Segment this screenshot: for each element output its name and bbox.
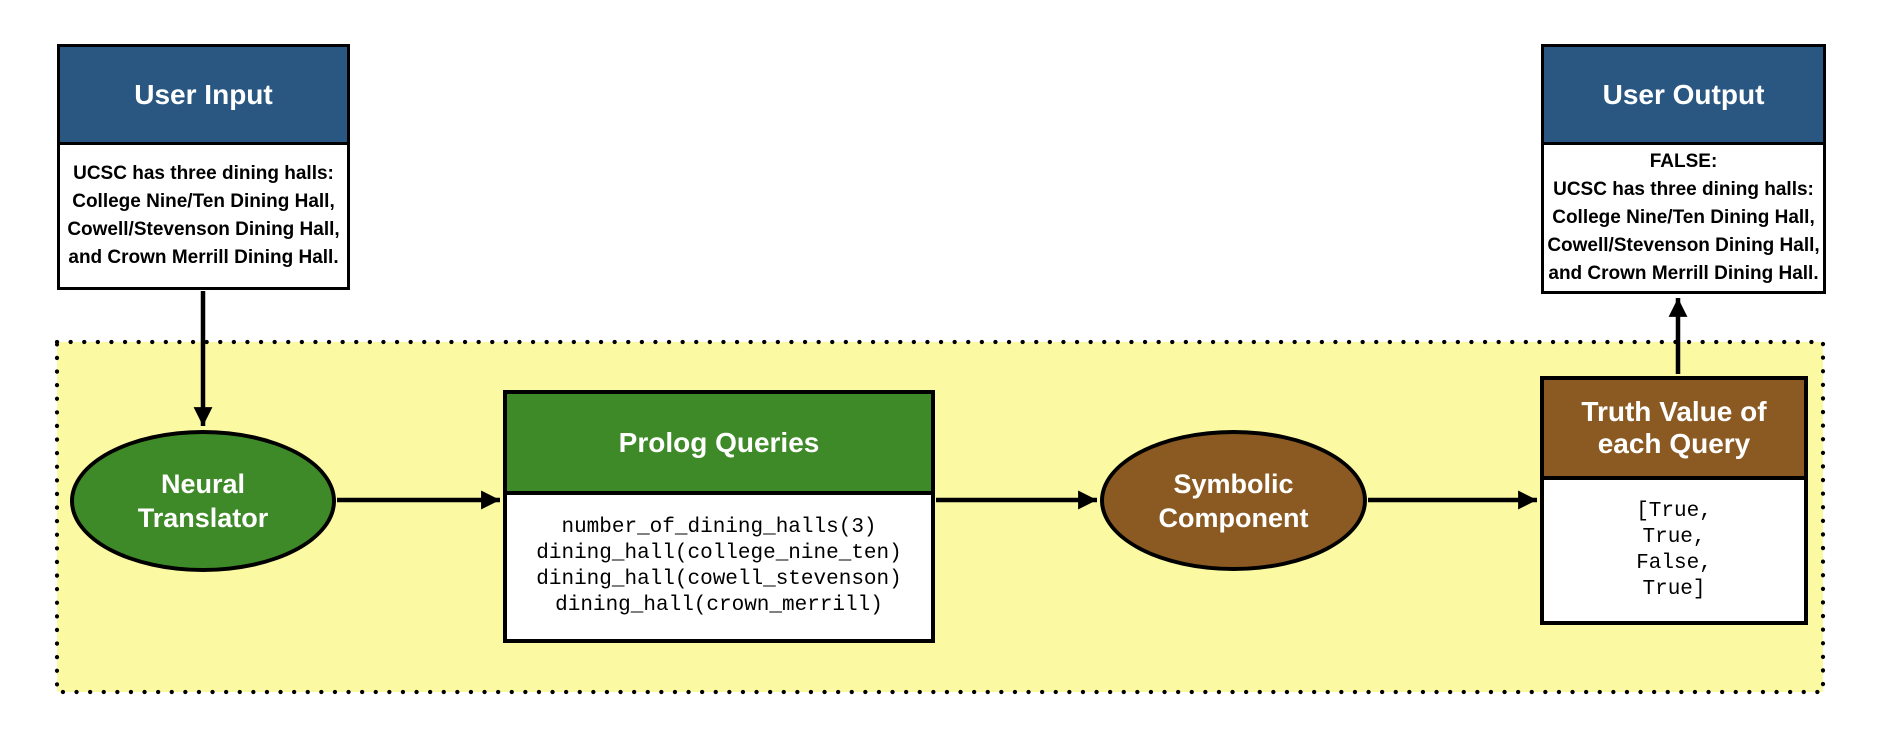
neural-translator-node: Neural Translator [70,430,336,572]
symbolic-component-node: Symbolic Component [1100,430,1367,571]
truth-value-code: [True, True, False, True] [1636,499,1712,601]
user-output-text: FALSE: UCSC has three dining halls: Coll… [1547,151,1820,284]
user-input-text: UCSC has three dining halls: College Nin… [67,163,340,268]
user-output-header: User Output [1544,47,1823,145]
truth-value-header: Truth Value of each Query [1544,380,1804,480]
prolog-queries-code: number_of_dining_halls(3) dining_hall(co… [536,516,902,617]
user-input-box: User Input UCSC has three dining halls: … [57,44,350,290]
truth-value-box: Truth Value of each Query [True, True, F… [1540,376,1808,625]
prolog-queries-header: Prolog Queries [507,394,931,495]
prolog-queries-box: Prolog Queries number_of_dining_halls(3)… [503,390,935,643]
user-output-box: User Output FALSE: UCSC has three dining… [1541,44,1826,294]
user-input-header: User Input [60,47,347,145]
